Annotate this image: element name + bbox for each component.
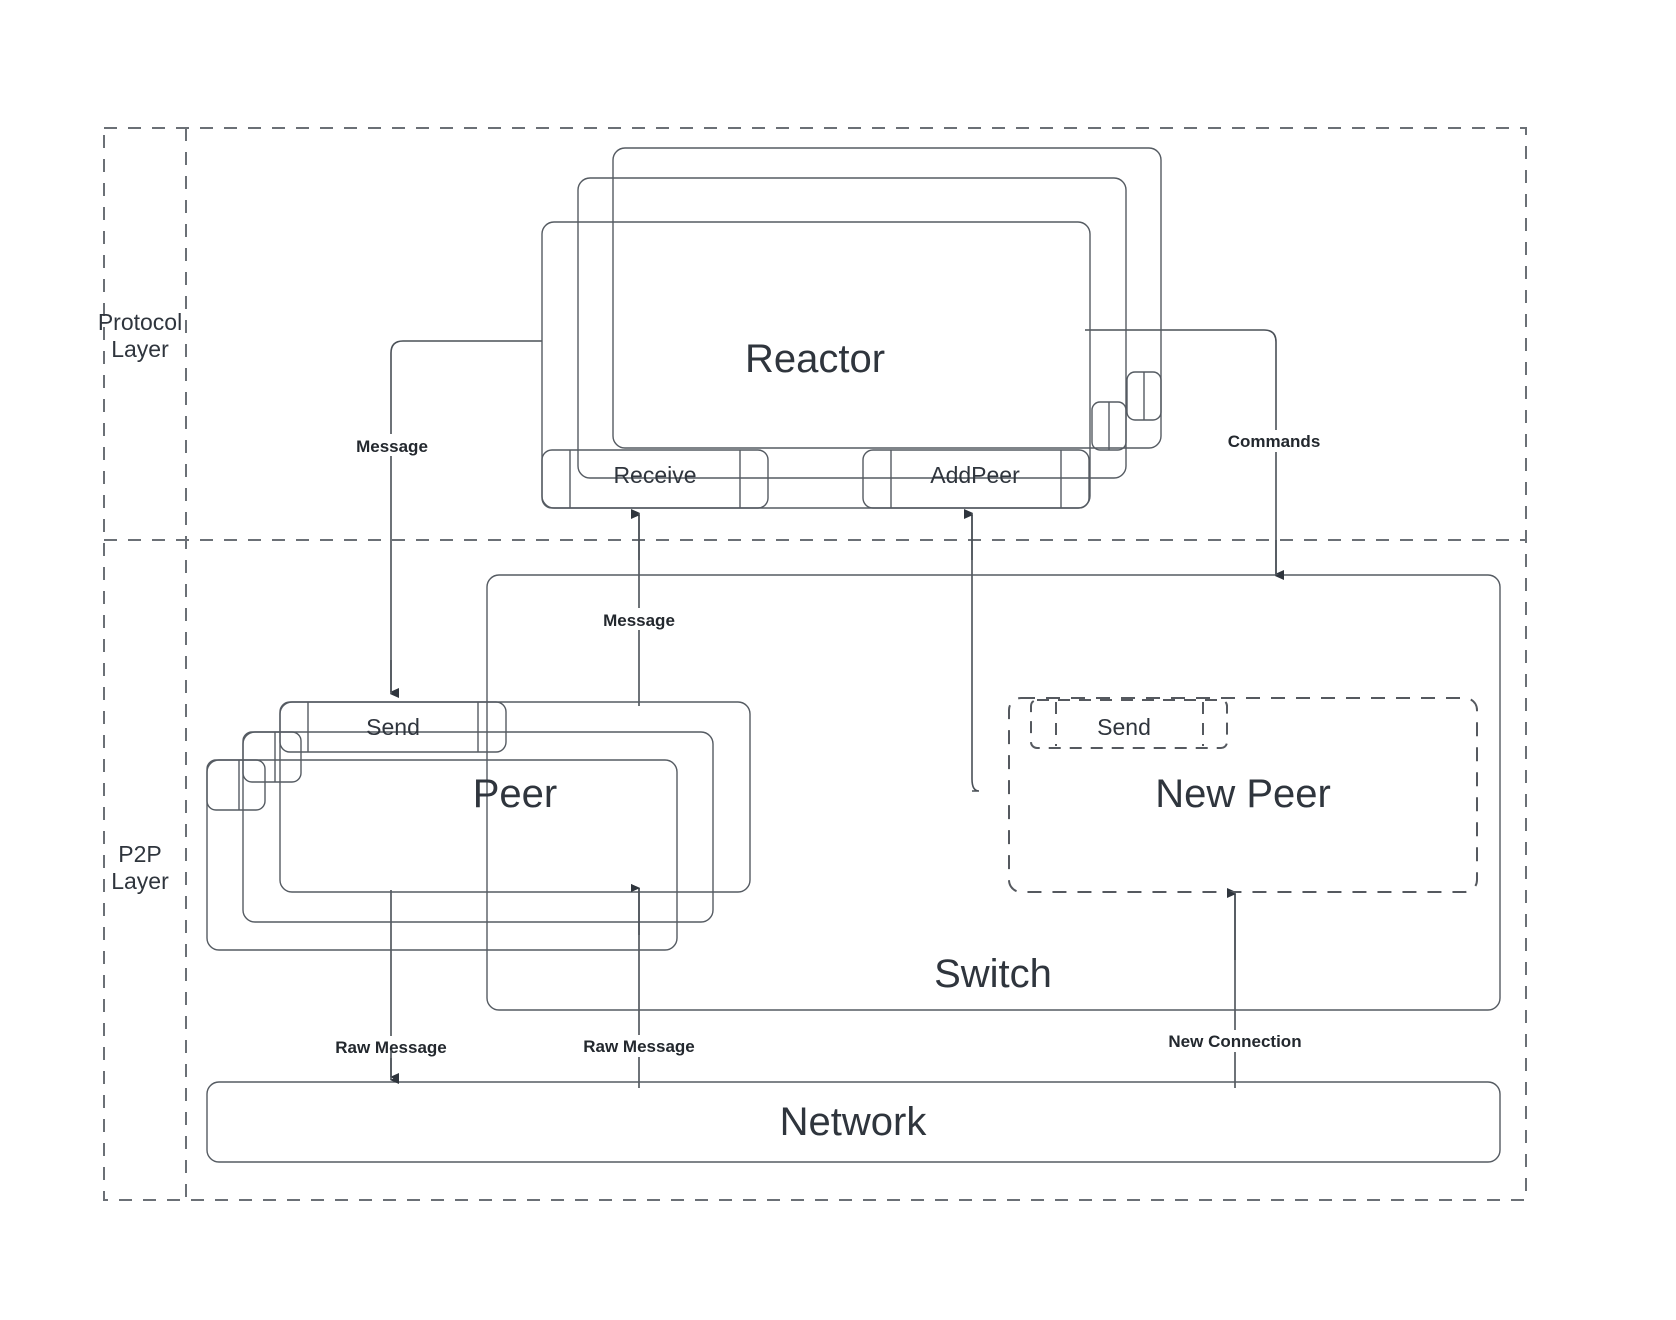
edge-overlays bbox=[390, 511, 1284, 1084]
p2p-layer-label-line1: P2P bbox=[118, 841, 161, 867]
p2p-layer-label: P2P Layer bbox=[111, 841, 169, 894]
edge-label-message-down: Message bbox=[356, 437, 428, 456]
switch-box[interactable] bbox=[486, 574, 1501, 1011]
receive-port-box[interactable] bbox=[541, 449, 769, 509]
peer-label: Peer bbox=[473, 772, 558, 816]
p2p-layer-label-line2: Layer bbox=[111, 868, 169, 894]
network-group[interactable]: Network bbox=[206, 1081, 1501, 1163]
edge-label-commands: Commands bbox=[1228, 432, 1321, 451]
addpeer-port-label: AddPeer bbox=[930, 462, 1020, 488]
peer-stack-layer-3-send-port bbox=[206, 759, 266, 811]
edge-label-raw-message-up: Raw Message bbox=[583, 1037, 695, 1056]
receive-port-label: Receive bbox=[613, 462, 696, 488]
edge-label-raw-message-down: Raw Message bbox=[335, 1038, 447, 1057]
new-peer-send-port[interactable]: Send bbox=[1030, 699, 1228, 749]
new-peer-label: New Peer bbox=[1155, 772, 1331, 816]
edge-peer-send-to-network: Raw Message bbox=[328, 890, 456, 1081]
diagram-outer-boundary bbox=[103, 127, 1527, 1201]
switch-label: Switch bbox=[934, 952, 1052, 996]
new-peer-group[interactable]: New Peer Send bbox=[1008, 697, 1478, 893]
edge-reactor-to-peer-send: Message bbox=[346, 340, 542, 696]
edge-label-new-connection: New Connection bbox=[1168, 1032, 1301, 1051]
edge-network-to-new-peer: New Connection bbox=[1160, 888, 1314, 1088]
peer-send-port-label: Send bbox=[366, 714, 420, 740]
switch-container[interactable]: Switch bbox=[486, 574, 1501, 1011]
protocol-layer-label-line2: Layer bbox=[111, 336, 169, 362]
reactor-addpeer-port[interactable]: AddPeer bbox=[862, 449, 1090, 509]
reactor-box[interactable] bbox=[541, 221, 1091, 509]
peer-send-port-box[interactable] bbox=[279, 701, 507, 753]
reactor-stack-layer-2-addpeer-port bbox=[1091, 401, 1127, 451]
new-peer-send-port-box[interactable] bbox=[1030, 699, 1228, 749]
peer-stack-layer-3 bbox=[206, 759, 678, 951]
reactor-receive-port[interactable]: Receive bbox=[541, 449, 769, 509]
edge-label-message-up: Message bbox=[603, 611, 675, 630]
protocol-layer-label-line1: Protocol bbox=[98, 309, 182, 335]
reactor-stack-layer-2 bbox=[577, 177, 1127, 479]
edge-switch-to-reactor-addpeer bbox=[964, 509, 980, 792]
reactor-stack-layer-3-addpeer-port bbox=[1126, 371, 1162, 421]
network-box[interactable] bbox=[206, 1081, 1501, 1163]
edge-reactor-to-switch-commands: Commands bbox=[1085, 329, 1324, 578]
peer-send-port[interactable]: Send bbox=[279, 701, 507, 753]
protocol-layer-label: Protocol Layer bbox=[98, 309, 182, 362]
peer-stack-layer-2-send-port bbox=[242, 731, 302, 783]
reactor-stack-layer-3 bbox=[612, 147, 1162, 449]
reactor-label: Reactor bbox=[745, 337, 885, 381]
peer-stack[interactable]: Peer Send bbox=[206, 701, 751, 951]
network-label: Network bbox=[780, 1100, 928, 1144]
reactor-stack[interactable]: Reactor Receive AddPeer bbox=[541, 147, 1162, 509]
peer-box[interactable] bbox=[279, 701, 751, 893]
addpeer-port-box[interactable] bbox=[862, 449, 1090, 509]
new-peer-send-port-label: Send bbox=[1097, 714, 1151, 740]
